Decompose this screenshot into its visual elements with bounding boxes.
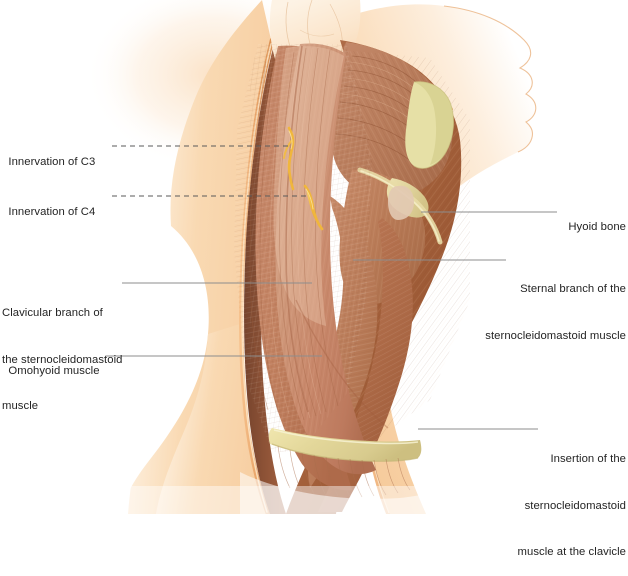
hyoid-bone-outline bbox=[413, 81, 454, 169]
label-innervation-c4-text: Innervation of C4 bbox=[8, 205, 96, 218]
label-clavicular-branch-line3: muscle bbox=[2, 400, 39, 412]
scm-head-crossing bbox=[295, 299, 389, 429]
scm-fiber-lines bbox=[249, 47, 339, 421]
skin-flap-right-scallop bbox=[443, 5, 537, 153]
tendon-sling-highlight bbox=[360, 170, 440, 242]
label-sternal-branch-line1: Sternal branch of the bbox=[520, 283, 626, 295]
label-clavicular-branch: Clavicular branch of the sternocleidomas… bbox=[2, 275, 122, 430]
label-insertion-clavicle-line1: Insertion of the bbox=[550, 453, 626, 465]
skin-flap-right bbox=[352, 4, 536, 514]
skin-flap-left-concavity bbox=[70, 226, 209, 514]
nerve-c3-highlight bbox=[288, 130, 293, 150]
label-hyoid-bone-text: Hyoid bone bbox=[568, 220, 626, 233]
clavicular-insertion-fibers bbox=[277, 445, 411, 498]
chin-contour-4 bbox=[299, 29, 335, 37]
label-innervation-c3: Innervation of C3 bbox=[2, 139, 95, 170]
label-clavicular-branch-line1: Clavicular branch of bbox=[2, 307, 103, 319]
label-innervation-c3-text: Innervation of C3 bbox=[8, 155, 96, 168]
label-omohyoid-muscle: Omohyoid muscle bbox=[2, 348, 100, 379]
skin-flap-left-lower bbox=[156, 324, 268, 514]
nerve-c3-branch2 bbox=[283, 139, 293, 159]
label-sternal-branch: Sternal branch of the sternocleidomastoi… bbox=[485, 251, 626, 360]
label-clavicular-branch-line2: the sternocleidomastoid bbox=[2, 353, 123, 366]
nerve-c3-stroke bbox=[287, 126, 295, 191]
neck-anatomy-illustration bbox=[70, 0, 557, 514]
label-omohyoid-muscle-text: Omohyoid muscle bbox=[8, 364, 100, 377]
label-insertion-clavicle: Insertion of the sternocleidomastoid mus… bbox=[518, 421, 626, 576]
label-hyoid-bone: Hyoid bone bbox=[562, 204, 626, 235]
nerve-c4-highlight bbox=[305, 188, 314, 210]
label-insertion-clavicle-line2: sternocleidomastoid bbox=[524, 499, 626, 512]
scm-sheen bbox=[273, 46, 344, 326]
inferior-fade bbox=[240, 472, 444, 514]
clavicle-tendon-highlight bbox=[273, 429, 419, 445]
scm-interhead-groove bbox=[285, 45, 309, 413]
tendon-sheath-band bbox=[388, 185, 414, 220]
strap-muscle-striations bbox=[318, 218, 413, 452]
hyoid-bone-shade bbox=[414, 81, 454, 165]
label-innervation-c4: Innervation of C4 bbox=[2, 189, 95, 220]
label-insertion-clavicle-line3: muscle at the clavicle bbox=[517, 546, 626, 558]
bottom-fade bbox=[120, 486, 480, 514]
label-sternal-branch-line2: sternocleidomastoid muscle bbox=[485, 329, 626, 342]
